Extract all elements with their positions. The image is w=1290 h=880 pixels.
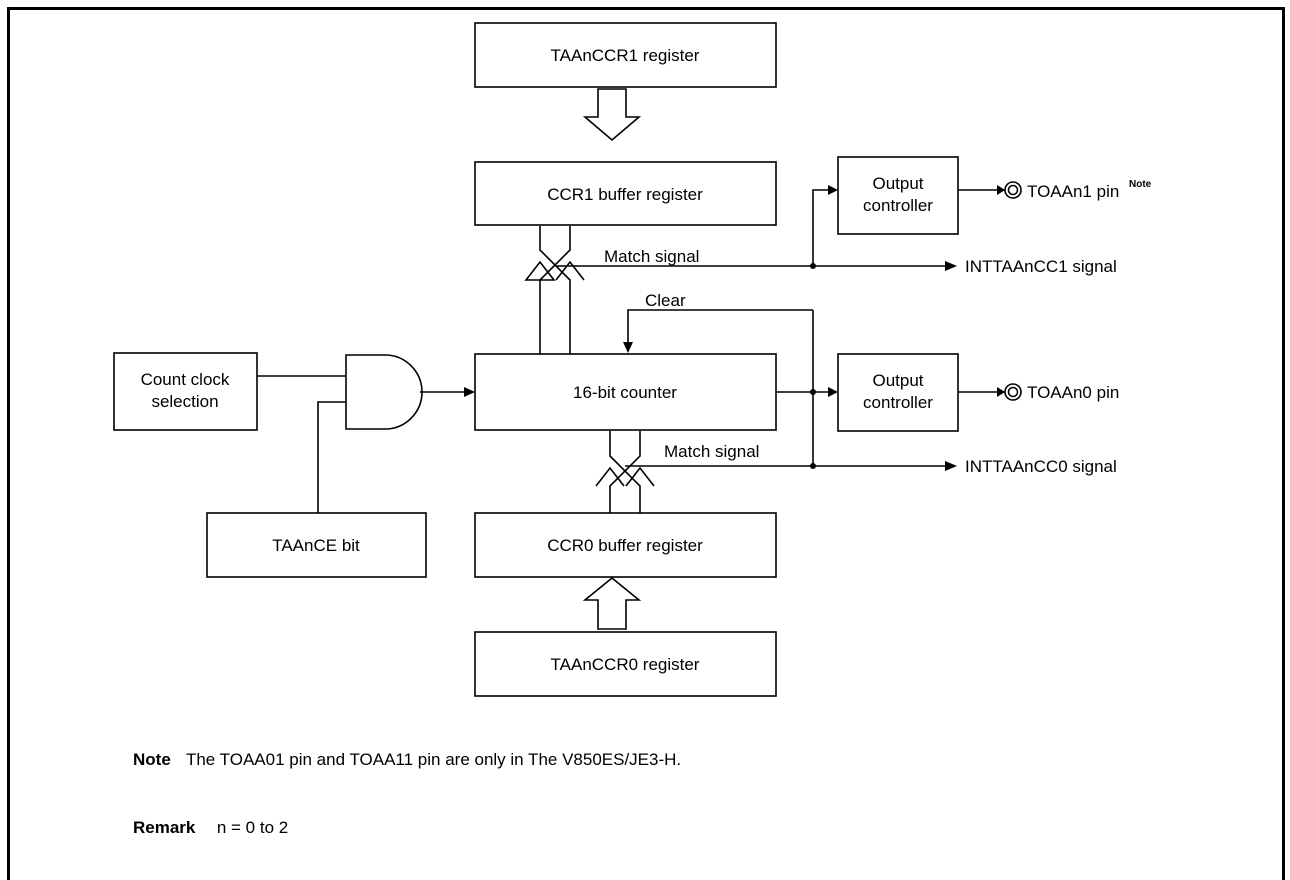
bus-line-ccr1-a	[539, 226, 571, 354]
ccr0-buffer-label: CCR0 buffer register	[547, 536, 703, 555]
toaan0-pin-outer	[1004, 383, 1022, 401]
bus-line-ccr1-b	[539, 226, 571, 354]
branch-to-output-controller-1	[812, 189, 836, 266]
remark-text: n = 0 to 2	[216, 818, 289, 837]
note-text: The TOAA01 pin and TOAA11 pin are only i…	[185, 750, 682, 769]
count-clock-label-2: selection	[151, 392, 218, 411]
match-signal-cc1-label: Match signal	[604, 247, 699, 266]
toaan1-note-superscript: Note	[1129, 179, 1152, 190]
remark-line: Remark n = 0 to 2	[133, 818, 288, 838]
toaan0-pin-inner	[1007, 386, 1019, 398]
arrowhead-output-ctrl-0	[828, 387, 838, 397]
bus-arrow-ccr0-match	[595, 466, 625, 487]
note-label: Note	[133, 750, 171, 769]
counter-label: 16-bit counter	[573, 383, 677, 402]
taanccr0-label: TAAnCCR0 register	[551, 655, 700, 674]
toaan0-pin-label: TOAAn0 pin	[1027, 383, 1119, 402]
toaan1-pin-outer	[1004, 181, 1022, 199]
taanccr1-register-box	[474, 22, 777, 88]
arrowhead-intcc1	[945, 261, 957, 271]
ccr1-buffer-register-box	[474, 161, 777, 226]
ccr1-buffer-label: CCR1 buffer register	[547, 185, 703, 204]
count-clock-label-1: Count clock	[141, 370, 230, 389]
clear-label: Clear	[645, 291, 686, 310]
taanccr0-register-box	[474, 631, 777, 697]
arrowhead-intcc0	[945, 461, 957, 471]
note-line: Note The TOAA01 pin and TOAA11 pin are o…	[133, 750, 681, 770]
arrowhead-toaan0	[997, 387, 1005, 397]
arrowhead-counter-in	[464, 387, 475, 397]
and-gate	[345, 354, 423, 430]
toaan1-pin-label: TOAAn1 pin	[1027, 182, 1119, 201]
intcc1-label: INTTAAnCC1 signal	[965, 257, 1117, 276]
output-controller-1-box	[837, 156, 959, 235]
intcc0-label: INTTAAnCC0 signal	[965, 457, 1117, 476]
bus-arrow-ccr0-load	[582, 576, 642, 630]
count-clock-selection-box	[113, 352, 258, 431]
remark-label: Remark	[133, 818, 196, 837]
taance-bit-box	[206, 512, 427, 578]
bus-arrow-ccr1-load	[582, 88, 642, 142]
taance-label: TAAnCE bit	[272, 536, 360, 555]
taance-to-and-line	[317, 401, 346, 513]
output-ctrl-1-label-2: controller	[863, 196, 933, 215]
bus-arrow-ccr0-match-2	[625, 466, 655, 487]
junction-cc1	[810, 263, 816, 269]
taanccr1-label: TAAnCCR1 register	[551, 46, 700, 65]
output-ctrl-1-label-1: Output	[872, 174, 923, 193]
arrowhead-clear	[623, 342, 633, 353]
figure-frame	[7, 7, 1285, 880]
ccr0-buffer-register-box	[474, 512, 777, 578]
arrowhead-toaan1	[997, 185, 1005, 195]
bus-arrow-ccr1-match	[524, 260, 556, 281]
arrowhead-output-ctrl-1	[828, 185, 838, 195]
bus-arrow-ccr1-match-2	[555, 260, 585, 281]
bus-line-ccr0-b	[609, 431, 641, 513]
toaan1-pin-inner	[1007, 184, 1019, 196]
clear-line	[627, 309, 813, 351]
output-ctrl-0-label-1: Output	[872, 371, 923, 390]
junction-counter-out	[810, 389, 816, 395]
output-ctrl-0-label-2: controller	[863, 393, 933, 412]
junction-cc0	[810, 463, 816, 469]
match-signal-cc0-label: Match signal	[664, 442, 759, 461]
